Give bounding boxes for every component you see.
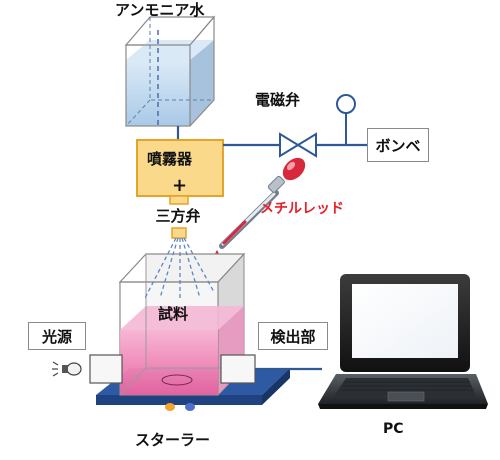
stirrer-knob-blue — [185, 403, 195, 411]
valve-stem — [169, 195, 189, 205]
valve-icon — [279, 132, 317, 158]
ammonia-water-label: アンモニア水 — [115, 1, 205, 19]
laptop-icon — [318, 274, 488, 409]
cylinder-label: ボンベ — [367, 128, 429, 162]
sample-label: 試料 — [158, 305, 189, 323]
ammonia-tank — [124, 15, 216, 127]
light-bulb-icon — [52, 361, 82, 377]
spray-lines — [143, 237, 215, 301]
light-source-housing — [89, 354, 123, 384]
three-way-valve-label: 三方弁 — [155, 207, 201, 225]
detector-label: 検出部 — [258, 322, 328, 350]
stirrer-label: スターラー — [135, 431, 211, 449]
methyl-red-label: メチルレッド — [260, 201, 344, 217]
stirrer-knob-orange — [165, 403, 175, 411]
light-source-label: 光源 — [28, 322, 86, 350]
sample-cuvette — [118, 252, 246, 397]
solenoid-valve-label: 電磁弁 — [255, 91, 301, 109]
detector-housing — [220, 354, 256, 384]
atomizer-label: 噴霧器 — [147, 150, 193, 168]
pc-label: PC — [383, 421, 404, 437]
pressure-gauge-icon — [336, 94, 356, 114]
dropper-icon — [215, 157, 306, 259]
nozzle — [171, 227, 187, 239]
plus-sign: + — [172, 175, 188, 196]
